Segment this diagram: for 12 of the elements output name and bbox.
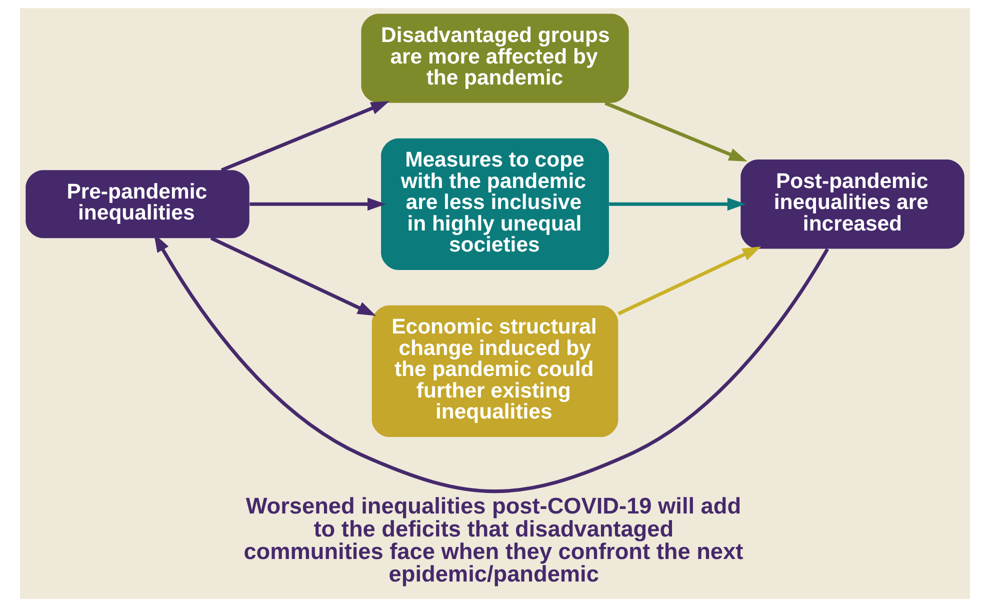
caption: Worsened inequalities post-COVID-19 will add to the deficits that disadvantaged communities face when they confront the next epidemic/pandemic <box>244 492 744 587</box>
arrow <box>220 101 390 172</box>
node-box: Post-pandemic inequalities are increased <box>740 160 964 249</box>
arrow <box>604 101 748 162</box>
node-box: Measures to cope with the pandemic are less inclusive in highly unequal societies <box>381 138 609 270</box>
arrow <box>618 246 762 316</box>
arrow <box>210 236 376 316</box>
node-box: Economic structural change induced by the pandemic could further existing inequalities <box>372 305 618 438</box>
node-box: Pre-pandemic inequalities <box>26 170 250 238</box>
node-box: Disadvantaged groups are more affected by the pandemic <box>361 14 629 103</box>
arrow <box>250 198 386 211</box>
arrow <box>609 198 746 211</box>
